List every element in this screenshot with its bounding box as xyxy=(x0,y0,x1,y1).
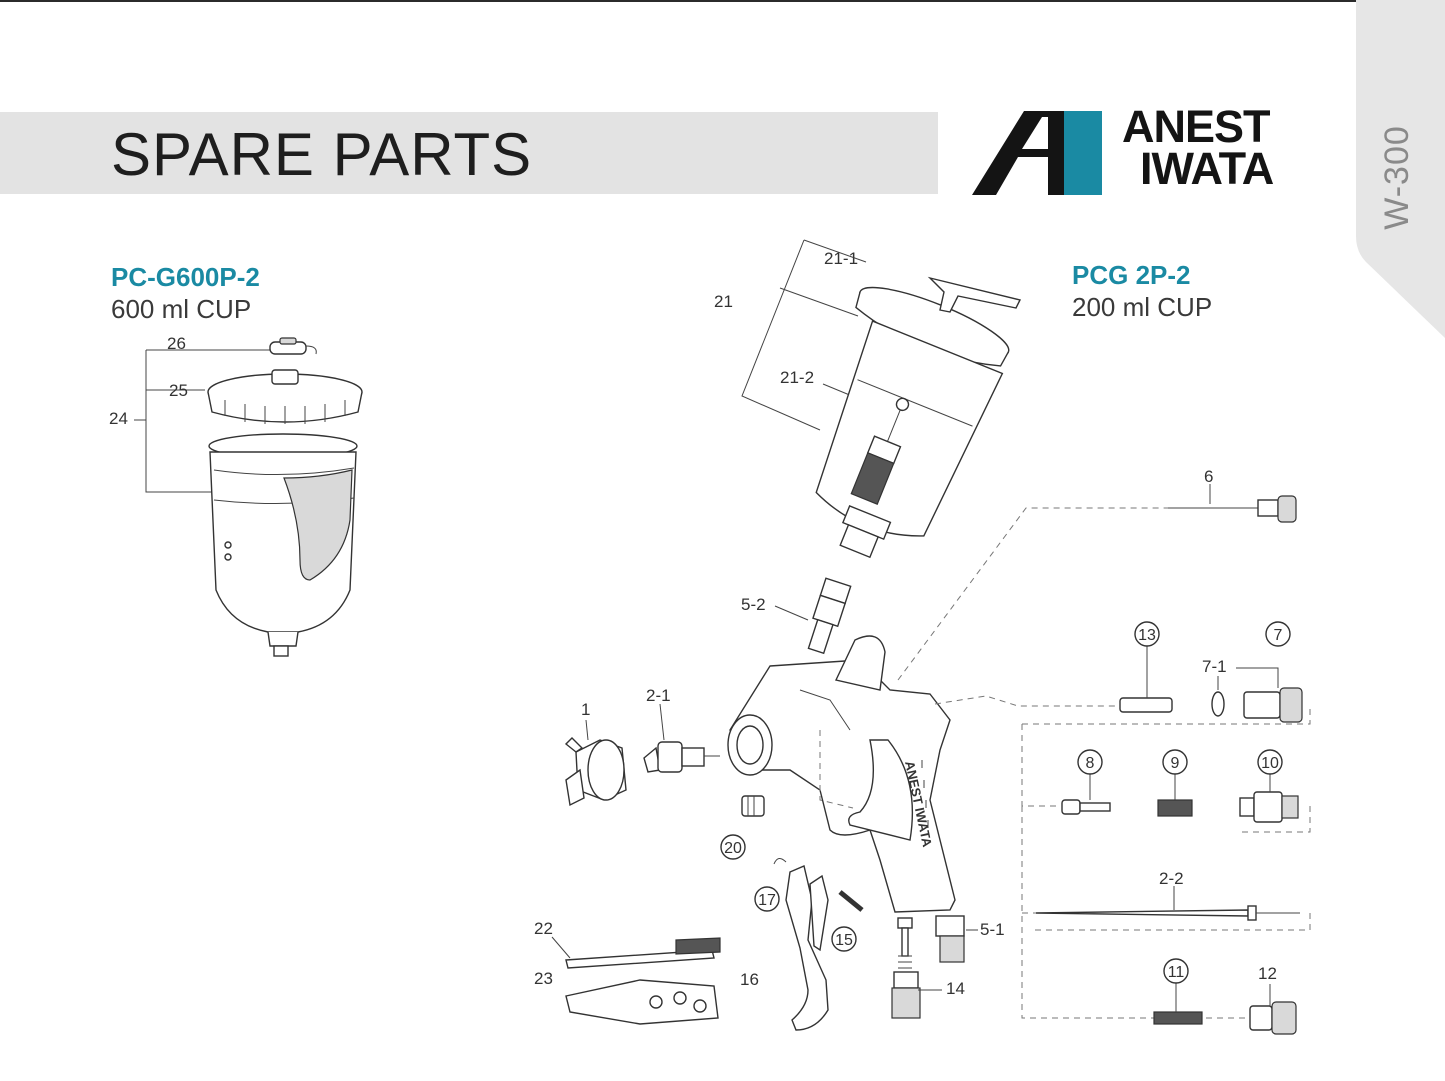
fluid-adjust-knob xyxy=(1249,1001,1297,1035)
cup-lid xyxy=(207,369,363,424)
label-9: 9 xyxy=(1171,755,1180,772)
cup-heading-200: PCG 2P-2 200 ml CUP xyxy=(1072,259,1212,323)
needle-spring xyxy=(1157,799,1193,817)
label-7-1: 7-1 xyxy=(1202,657,1227,676)
callout-circle-15 xyxy=(831,926,857,952)
fluid-needle xyxy=(1035,905,1300,921)
label-21-2: 21-2 xyxy=(780,368,814,387)
label-15: 15 xyxy=(835,932,853,949)
cleaning-brush xyxy=(565,937,721,969)
e-clip xyxy=(773,858,787,865)
label-22: 22 xyxy=(534,919,553,938)
cup-600-body xyxy=(208,433,358,657)
label-5-2: 5-2 xyxy=(741,595,766,614)
cup-600-assembly: 26 25 24 xyxy=(109,334,363,657)
page-title: SPARE PARTS xyxy=(111,121,533,188)
packing-set xyxy=(741,795,765,817)
trigger xyxy=(785,865,829,1031)
drip-check-cap xyxy=(927,276,1022,313)
cup-code: PC-G600P-2 xyxy=(111,262,260,292)
callout-circle-17 xyxy=(754,886,780,912)
callout-circle-8 xyxy=(1077,749,1103,775)
cup-filter xyxy=(850,397,910,505)
cup-description: 200 ml CUP xyxy=(1072,292,1213,322)
air-cap xyxy=(564,737,627,807)
logo-line-2: IWATA xyxy=(1140,143,1274,194)
top-rule xyxy=(0,0,1445,2)
cup-heading-600: PC-G600P-2 600 ml CUP xyxy=(111,261,260,325)
callout-circle-13 xyxy=(1134,621,1160,647)
label-2-2: 2-2 xyxy=(1159,869,1184,888)
callout-circle-9 xyxy=(1162,749,1188,775)
label-14: 14 xyxy=(946,979,965,998)
title-band xyxy=(0,112,938,194)
label-25: 25 xyxy=(169,381,188,400)
label-2-1: 2-1 xyxy=(646,686,671,705)
label-10: 10 xyxy=(1261,755,1279,772)
label-23: 23 xyxy=(534,969,553,988)
label-20: 20 xyxy=(724,840,742,857)
trigger-pin xyxy=(838,890,864,912)
valve-stem xyxy=(1119,697,1173,713)
callout-circle-10 xyxy=(1257,749,1283,775)
callout-circle-20 xyxy=(720,834,746,860)
air-valve xyxy=(891,917,921,1019)
fluid-nozzle xyxy=(643,741,720,773)
anest-iwata-logo xyxy=(972,111,1102,195)
cup-description: 600 ml CUP xyxy=(111,294,252,324)
callout-circle-7 xyxy=(1265,621,1291,647)
fluid-adjust-spring xyxy=(1153,1011,1203,1025)
pattern-adjust-needle xyxy=(1168,495,1297,523)
callout-circle-11 xyxy=(1163,958,1189,984)
cup-adapter xyxy=(807,577,852,655)
label-8: 8 xyxy=(1086,755,1095,772)
label-21-1: 21-1 xyxy=(824,249,858,268)
label-26: 26 xyxy=(167,334,186,353)
logo-cut xyxy=(1022,117,1048,149)
label-13: 13 xyxy=(1138,627,1156,644)
spray-gun-body: ANEST IWATA xyxy=(727,635,956,913)
air-inlet-nipple xyxy=(935,915,965,963)
label-21: 21 xyxy=(714,292,733,311)
label-11: 11 xyxy=(1168,964,1185,981)
side-tab xyxy=(1356,0,1445,338)
cup-200-assembly: 21-1 21 21-2 xyxy=(714,239,1022,559)
needle-spring-seat xyxy=(1061,799,1111,815)
label-5-1: 5-1 xyxy=(980,920,1005,939)
label-12: 12 xyxy=(1258,964,1277,983)
logo-teal-bar xyxy=(1064,111,1102,195)
label-17: 17 xyxy=(758,892,776,909)
o-ring xyxy=(1211,691,1225,717)
air-adjust-valve xyxy=(1243,687,1303,723)
cup-cap-plug xyxy=(269,337,317,355)
label-1: 1 xyxy=(581,700,590,719)
logo-line-1: ANEST xyxy=(1122,101,1271,152)
logo-wordmark: ANEST IWATA xyxy=(1122,101,1274,194)
fluid-adjust-guide xyxy=(1239,791,1299,823)
label-24: 24 xyxy=(109,409,128,428)
label-7: 7 xyxy=(1274,627,1283,644)
cup-code: PCG 2P-2 xyxy=(1072,260,1191,290)
label-16: 16 xyxy=(740,970,759,989)
label-6: 6 xyxy=(1204,467,1213,486)
spanner-wrench xyxy=(565,979,719,1025)
